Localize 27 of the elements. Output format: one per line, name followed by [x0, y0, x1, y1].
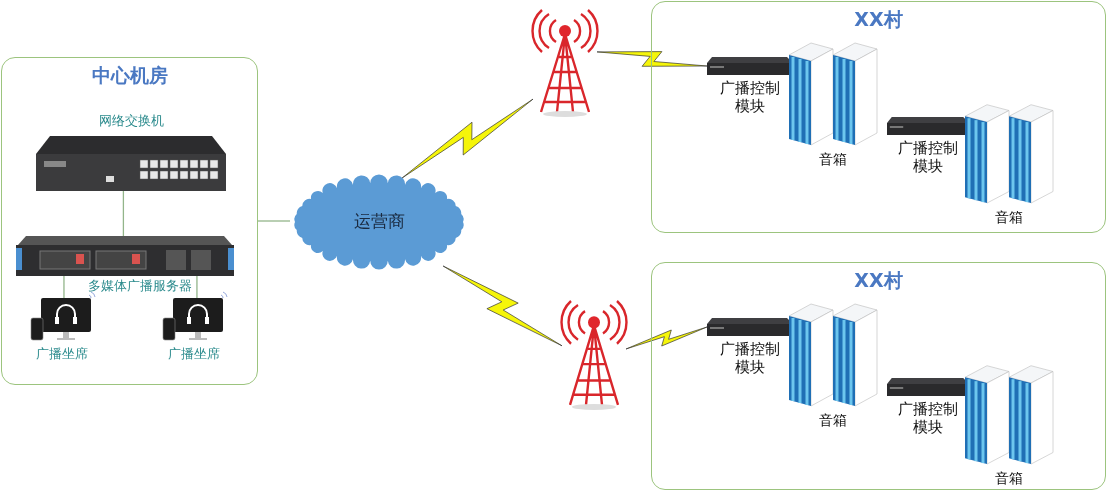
device-label: 音箱 — [818, 412, 848, 429]
group-title: XX村 — [853, 269, 904, 292]
group-title: XX村 — [853, 8, 904, 31]
group-panel — [651, 262, 1106, 490]
device-label: 网络交换机 — [97, 113, 165, 129]
lightning-link — [401, 98, 534, 179]
device-label: 广播控制模块 — [719, 340, 781, 376]
device-label: 广播控制模块 — [897, 139, 959, 175]
device-label: 广播坐席 — [35, 346, 89, 362]
device-label: 音箱 — [818, 151, 848, 168]
device-label: 广播坐席 — [167, 346, 221, 362]
node-label: 运营商 — [352, 211, 406, 232]
group-title: 中心机房 — [90, 64, 169, 87]
connector-line — [122, 190, 125, 237]
lightning-link — [625, 326, 708, 350]
device-label: 多媒体广播服务器 — [87, 278, 193, 294]
device-label: 广播控制模块 — [719, 79, 781, 115]
group-panel — [1, 57, 258, 385]
connector-line — [196, 275, 198, 299]
lightning-link — [442, 265, 563, 347]
connector-line — [257, 220, 291, 222]
group-panel — [651, 1, 1106, 233]
lightning-link — [596, 51, 708, 67]
device-label: 广播控制模块 — [897, 400, 959, 436]
device-label: 音箱 — [994, 470, 1024, 487]
connector-line — [63, 275, 65, 299]
device-label: 音箱 — [994, 209, 1024, 226]
